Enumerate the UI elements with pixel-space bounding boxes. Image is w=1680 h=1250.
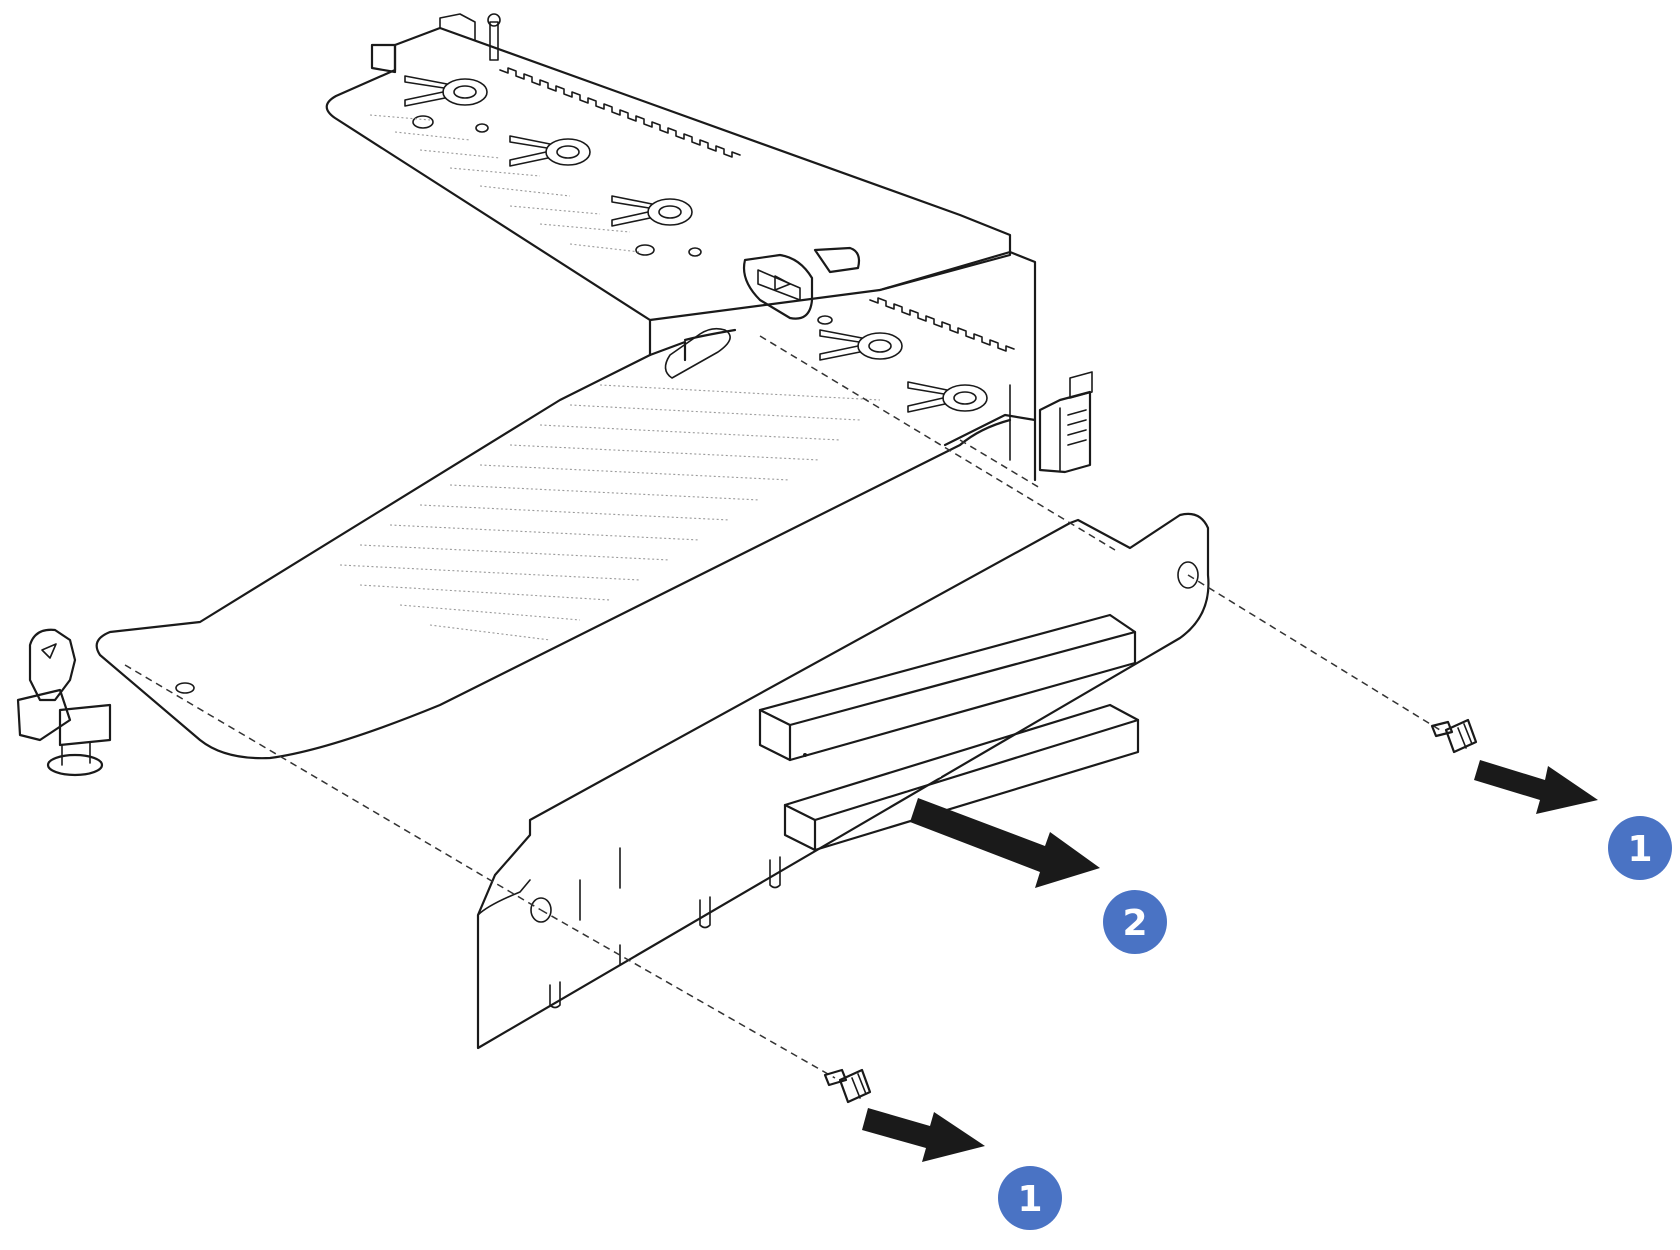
right-latch bbox=[1038, 371, 1093, 474]
riser-cage bbox=[16, 13, 1093, 777]
callout-badge: 1 bbox=[998, 1166, 1062, 1230]
keyhole-slot bbox=[404, 75, 488, 107]
keyhole-slot bbox=[907, 381, 988, 413]
callout-label: 1 bbox=[1627, 829, 1652, 870]
callout-label: 2 bbox=[1122, 903, 1147, 944]
screw-bottom bbox=[823, 1068, 872, 1104]
keyhole-slot bbox=[819, 329, 903, 361]
callout-badge: 1 bbox=[1608, 816, 1672, 880]
removal-arrow bbox=[1474, 760, 1598, 814]
left-plunger-latch bbox=[16, 628, 112, 777]
surface-shading bbox=[369, 114, 641, 253]
surface-shading bbox=[339, 384, 881, 641]
removal-arrow bbox=[862, 1108, 985, 1162]
riser-card bbox=[476, 512, 1210, 1050]
keyhole-slot bbox=[611, 195, 693, 227]
keyhole-slot bbox=[509, 135, 591, 167]
callout-label: 1 bbox=[1017, 1179, 1042, 1220]
screw-right bbox=[1430, 718, 1478, 754]
removal-arrow bbox=[903, 771, 1100, 888]
riser-latch bbox=[742, 246, 861, 320]
alignment-lines bbox=[124, 335, 1441, 1079]
callout-badge: 2 bbox=[1103, 890, 1167, 954]
